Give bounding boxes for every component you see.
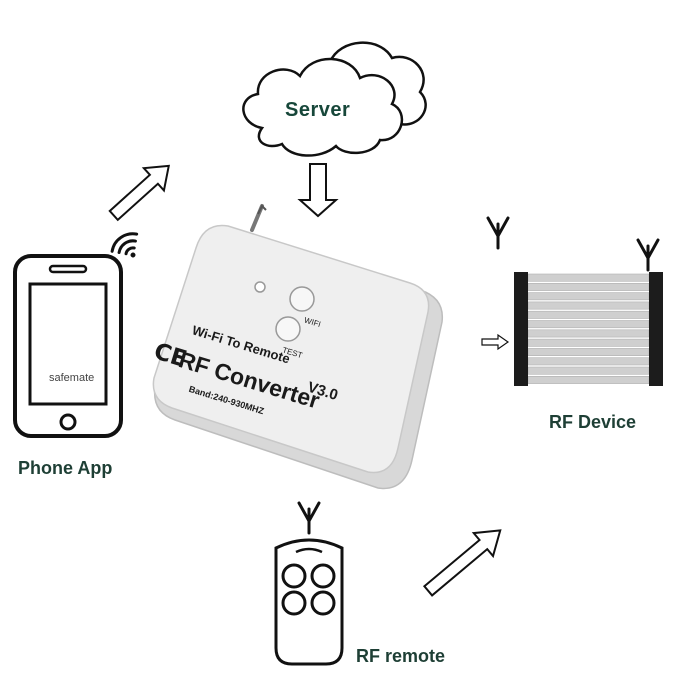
rf-device-label: RF Device	[549, 412, 637, 432]
shutter-slat	[527, 310, 650, 319]
server-label: Server	[285, 99, 351, 121]
shutter-slat	[527, 338, 650, 347]
rf-converter-device	[152, 204, 444, 490]
arrow-remote-to-device	[422, 529, 502, 597]
shutter-slat	[527, 366, 650, 375]
shutter-slat	[527, 273, 650, 282]
arrow-into-device	[481, 333, 510, 351]
test-button[interactable]	[275, 316, 301, 342]
shutter-slat	[527, 357, 650, 366]
cloud-icon	[242, 41, 427, 157]
remote-button-3[interactable]	[281, 590, 307, 616]
remote-button-4[interactable]	[310, 590, 336, 616]
phone-app-label: Phone App	[18, 458, 113, 478]
shutter-icon	[514, 272, 663, 386]
phone-icon	[13, 254, 123, 438]
shutter-slat	[527, 301, 650, 310]
shutter-slat	[527, 329, 650, 338]
remote-icon	[274, 538, 344, 666]
remote-button-1[interactable]	[281, 563, 307, 589]
shutter-slat	[527, 282, 650, 291]
arrow-server-to-converter	[297, 163, 339, 218]
shutter-slat	[527, 375, 650, 384]
shutter-slat	[527, 320, 650, 329]
shutter-slat	[527, 292, 650, 301]
shutter-slat	[527, 348, 650, 356]
antenna-icon	[636, 238, 660, 272]
wifi-button[interactable]	[289, 286, 315, 312]
antenna-icon	[486, 216, 510, 250]
phone-brand-text: safemate	[49, 372, 95, 384]
wifi-icon	[110, 232, 139, 258]
arrow-phone-to-server	[108, 164, 170, 222]
remote-button-2[interactable]	[310, 563, 336, 589]
rf-remote-label: RF remote	[356, 646, 446, 666]
antenna-icon	[297, 501, 321, 535]
